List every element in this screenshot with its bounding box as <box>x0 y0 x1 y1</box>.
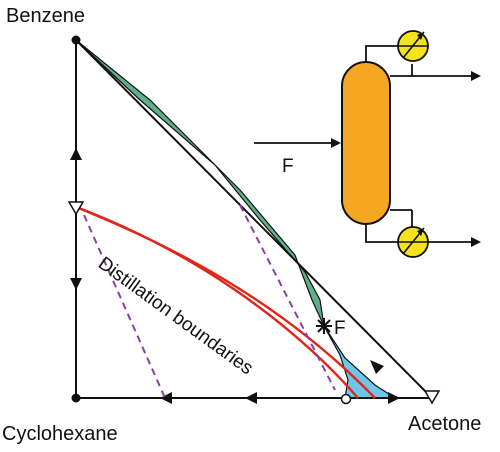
condenser-icon <box>397 30 429 62</box>
overhead-vapor-line <box>365 45 412 62</box>
edge-benzene-acetone <box>75 39 433 399</box>
cyclohexane-label: Cyclohexane <box>2 423 118 445</box>
arrow-left-icon <box>245 392 257 404</box>
dashed-line-1 <box>83 214 166 399</box>
dashed-line-2 <box>239 204 336 391</box>
cyclohexane-benzene-azeotrope-node <box>67 201 85 216</box>
bottoms-line <box>365 224 412 243</box>
reboiler-icon <box>397 226 429 258</box>
feed-stream-label: F <box>282 156 294 177</box>
feed-point-label: F <box>334 318 346 339</box>
arrow-left-icon <box>160 392 172 404</box>
feed-point-marker <box>316 318 332 334</box>
column-icon: F <box>254 30 481 258</box>
benzene-rich-region <box>75 39 325 327</box>
distillation-boundaries-label: Distillation boundaries <box>94 253 257 379</box>
benzene-label: Benzene <box>6 5 85 27</box>
cyclohexane-acetone-azeotrope-node <box>340 393 352 405</box>
benzene-node <box>71 35 81 45</box>
arrow-up-left-icon <box>370 360 384 374</box>
arrow-right-icon <box>388 392 400 404</box>
acetone-label: Acetone <box>408 413 481 435</box>
acetone-node <box>423 390 441 405</box>
cyclohexane-node <box>71 393 81 403</box>
arrow-down-icon <box>70 278 82 290</box>
distillation-boundary-2 <box>75 205 359 399</box>
arrow-up-icon <box>70 148 82 160</box>
